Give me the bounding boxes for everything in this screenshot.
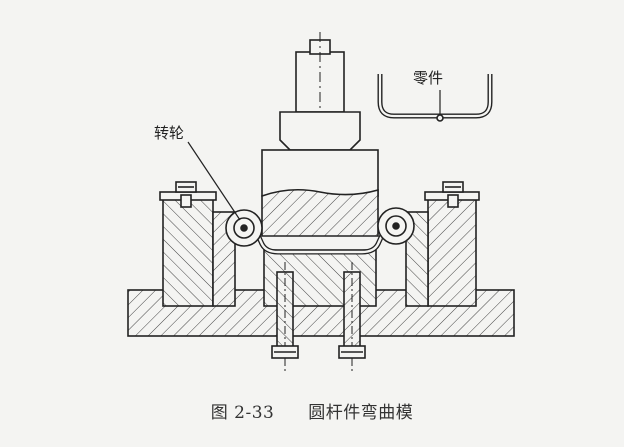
- wheel-leader-line: [187, 141, 241, 221]
- right-top-screw: [442, 181, 464, 208]
- left-roller: [225, 209, 263, 247]
- figure-title: 圆杆件弯曲模: [308, 403, 414, 423]
- left-bottom-bolt: [271, 262, 299, 372]
- figure-caption: 图 2-33 圆杆件弯曲模: [0, 398, 624, 423]
- punch-body: [261, 149, 379, 197]
- left-support-block: [162, 197, 214, 307]
- right-support-block: [427, 197, 477, 307]
- left-top-screw: [175, 181, 197, 208]
- figure-number: 图 2-33: [210, 403, 275, 423]
- punch-head: [279, 111, 361, 151]
- bending-die-drawing: [127, 32, 515, 372]
- right-bottom-bolt: [338, 262, 366, 372]
- part-label: 零件: [413, 69, 444, 87]
- wheel-label: 转轮: [154, 124, 185, 142]
- right-roller: [377, 207, 415, 245]
